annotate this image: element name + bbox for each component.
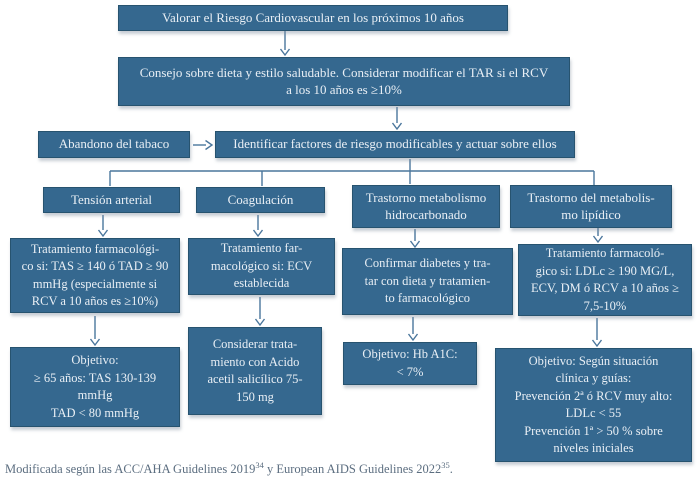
treatment-diabetes-box: Confirmar diabetes y tra- tar con dieta … (342, 248, 513, 315)
footnote-text-3: . (449, 462, 453, 476)
arrow-treatment1-to-objective1 (89, 316, 101, 347)
identify-risk-factors-box: Identificar factores de riesgo modificab… (215, 131, 575, 158)
diet-advice-box: Consejo sobre dieta y estilo saludable. … (118, 57, 570, 106)
arrow-header4-to-treatment4 (592, 227, 604, 244)
arrow-header1-to-treatment1 (97, 215, 109, 238)
arrow-advice-to-identify (391, 107, 403, 131)
arrow-treatment4-to-objective4 (591, 318, 603, 348)
footnote-text-1: Modificada según las ACC/AHA Guidelines … (5, 462, 256, 476)
footnote: Modificada según las ACC/AHA Guidelines … (5, 459, 695, 477)
arrow-header3-to-treatment3 (409, 229, 421, 249)
arrow-treatment2-to-objective2 (254, 297, 266, 327)
objective-hba1c-box: Objetivo: Hb A1C: < 7% (343, 342, 477, 385)
treatment-lipid-box: Tratamiento farmacoló- gico si: LDLc ≥ 1… (518, 244, 692, 316)
risk-assessment-box: Valorar el Riesgo Cardiovascular en los … (118, 5, 508, 31)
objective-aspirin-box: Considerar trata- miento con Acido aceti… (188, 327, 322, 415)
arrow-treatment3-to-objective3 (407, 317, 419, 342)
arrow-title-to-advice (279, 31, 291, 57)
objective-blood-pressure-box: Objetivo: ≥ 65 años: TAS 130-139 mmHg TA… (10, 347, 180, 427)
treatment-coagulation-box: Tratamiento far- macológico si: ECV esta… (188, 238, 335, 295)
footnote-text-2: y European AIDS Guidelines 2022 (263, 462, 442, 476)
treatment-blood-pressure-box: Tratamiento farmacológi- co si: TAS ≥ 14… (10, 238, 180, 313)
tobacco-cessation-box: Abandono del tabaco (38, 131, 190, 158)
branch-tree (109, 159, 595, 186)
header-coagulation: Coagulación (196, 187, 325, 213)
arrow-header2-to-treatment2 (252, 215, 264, 238)
footnote-reference-34: 34 (255, 459, 264, 470)
footnote-reference-35: 35 (441, 459, 450, 470)
header-carbohydrate-metabolism: Trastorno metabolismo hidrocarbonado (352, 185, 500, 228)
header-blood-pressure: Tensión arterial (43, 187, 180, 213)
arrow-tobacco-to-identify (193, 139, 214, 151)
objective-ldl-box: Objetivo: Según situación clínica y guía… (495, 348, 692, 462)
header-lipid-metabolism: Trastorno del metabolis- mo lipídico (510, 185, 672, 228)
